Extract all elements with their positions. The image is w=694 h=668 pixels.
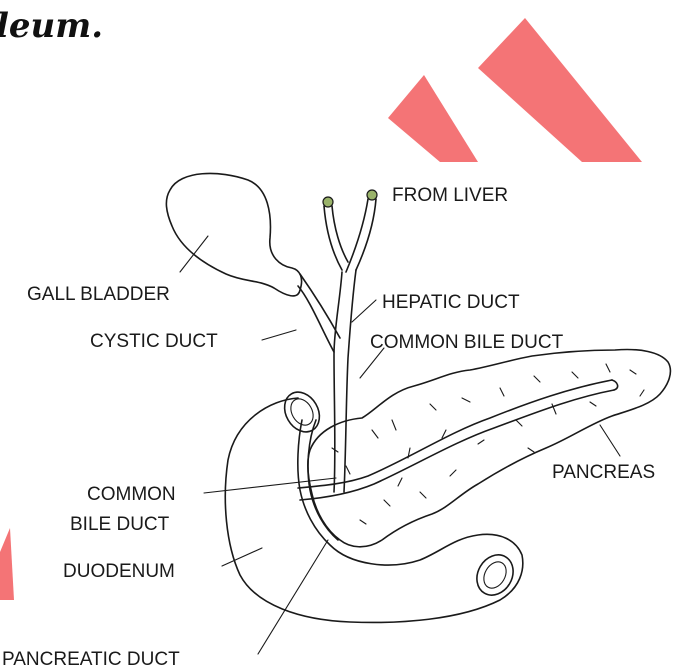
label-common-bile-duct-left-2: BILE DUCT bbox=[70, 514, 170, 535]
duodenum-opening-top bbox=[278, 386, 327, 438]
common-bile-duct bbox=[334, 270, 356, 492]
left-hepatic-duct bbox=[324, 206, 348, 270]
label-from-liver: FROM LIVER bbox=[392, 185, 508, 206]
duodenum-shape bbox=[225, 398, 523, 622]
leader-cystic-duct bbox=[262, 330, 296, 340]
pancreas-shape bbox=[308, 350, 671, 547]
watermark-stripe-1 bbox=[388, 75, 478, 162]
label-hepatic-duct: HEPATIC DUCT bbox=[382, 292, 520, 313]
watermark-stripe-2 bbox=[478, 18, 642, 162]
right-hepatic-duct bbox=[346, 199, 376, 272]
pancreas-texture bbox=[332, 364, 644, 524]
gall-bladder-shape bbox=[166, 173, 301, 296]
leader-pancreatic-duct bbox=[258, 540, 328, 654]
duodenum-opening-right bbox=[470, 548, 520, 601]
leader-hepatic-duct bbox=[352, 300, 376, 322]
label-cystic-duct: CYSTIC DUCT bbox=[90, 331, 218, 352]
cystic-duct bbox=[298, 274, 340, 352]
duodenum-opening-right-inner bbox=[479, 558, 510, 592]
label-duodenum: DUODENUM bbox=[63, 561, 175, 582]
watermark-corner bbox=[0, 528, 14, 600]
label-common-bile-duct-left-1: COMMON bbox=[87, 484, 176, 505]
label-gall-bladder: GALL BLADDER bbox=[27, 284, 170, 305]
label-common-bile-duct-top: COMMON BILE DUCT bbox=[370, 332, 564, 353]
leader-pancreas bbox=[600, 425, 620, 456]
leader-duodenum bbox=[222, 548, 262, 566]
leader-gall-bladder bbox=[180, 236, 208, 272]
label-pancreatic-duct: PANCREATIC DUCT bbox=[2, 649, 180, 668]
label-pancreas: PANCREAS bbox=[552, 462, 655, 483]
pancreatic-duct-cap bbox=[612, 380, 618, 390]
